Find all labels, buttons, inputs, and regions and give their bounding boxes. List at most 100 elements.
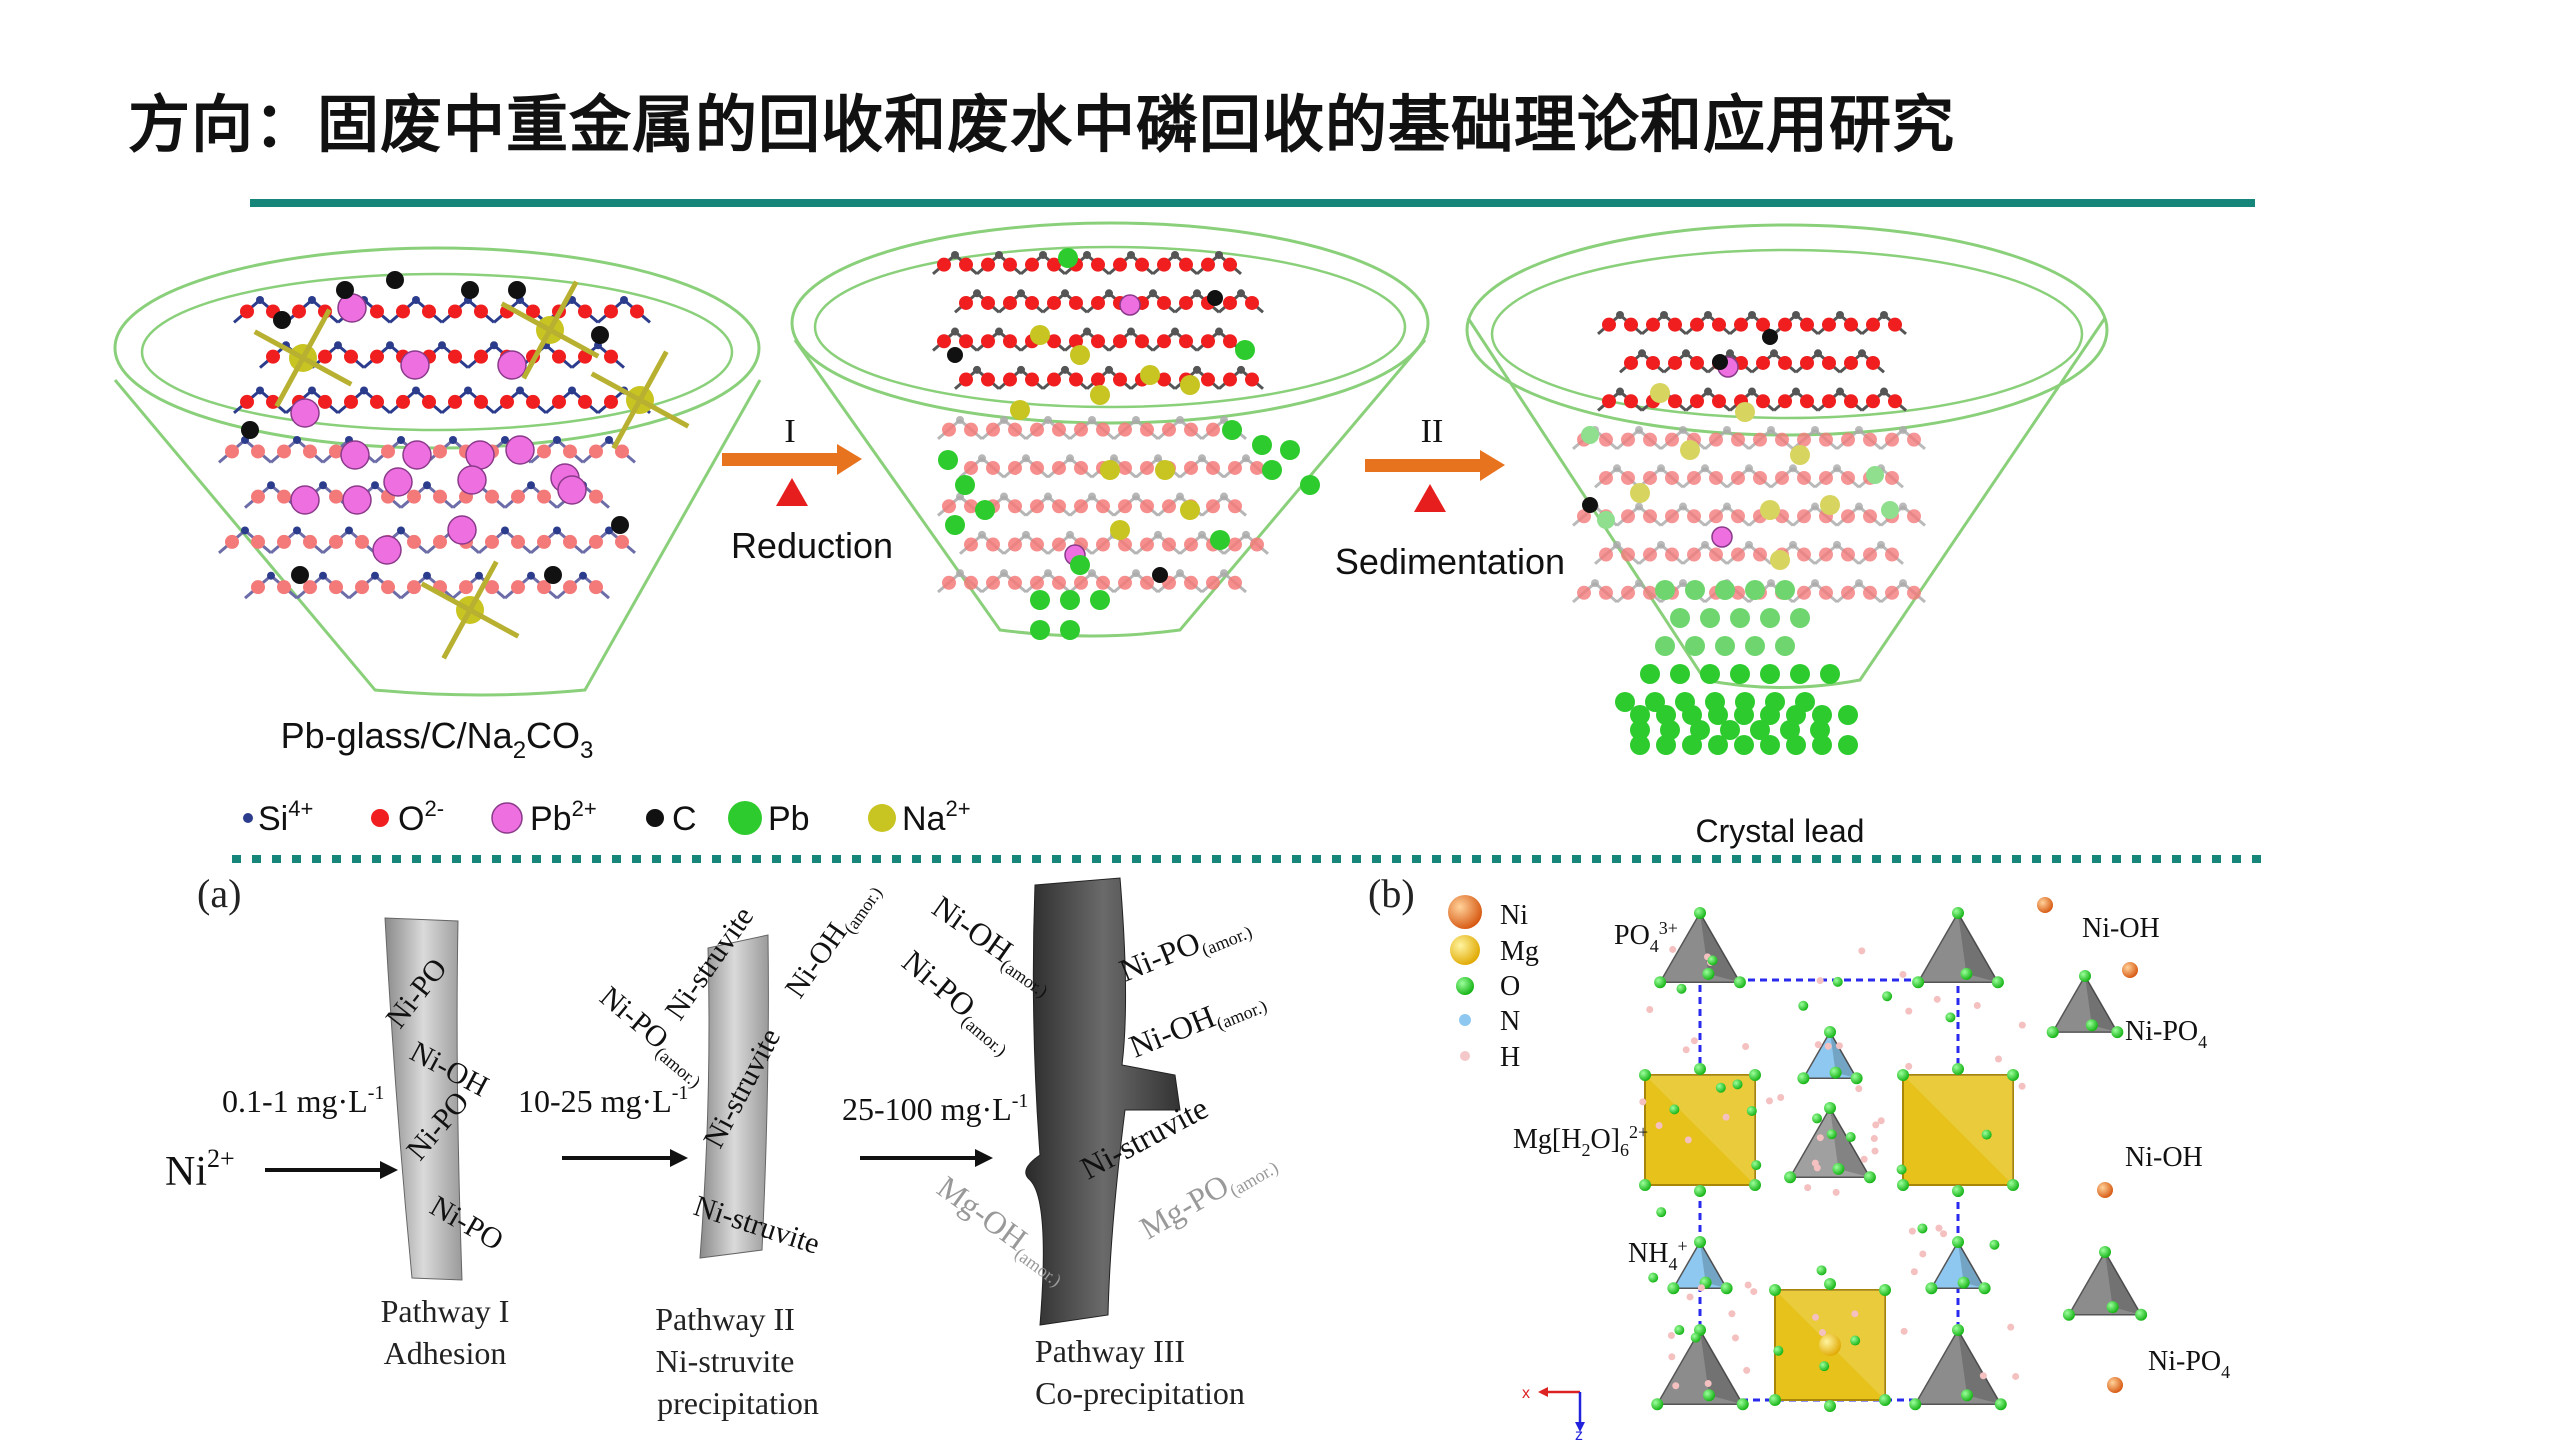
network-node	[1811, 579, 1819, 588]
oxygen-atom	[277, 444, 291, 459]
ni-ball	[2097, 1182, 2113, 1198]
lead-atom	[945, 515, 965, 535]
oxygen-atom	[370, 349, 384, 364]
oxygen-atom	[1885, 585, 1899, 600]
network-node	[1088, 569, 1096, 578]
network-node	[397, 436, 405, 444]
oxygen-atom	[1052, 575, 1066, 590]
oxygen-ball	[1952, 1063, 1964, 1075]
carbon-atom	[947, 347, 963, 363]
axis-indicator: x z	[1522, 1385, 1585, 1440]
silicon-dot-icon	[243, 813, 253, 823]
network-node	[1613, 540, 1621, 549]
oxygen-atom	[1184, 575, 1198, 590]
lead-atom	[1630, 705, 1650, 725]
lead-ion	[290, 398, 320, 428]
oxygen-atom	[1690, 394, 1704, 409]
oxygen-ball	[1639, 1179, 1651, 1191]
oxygen-atom	[1179, 295, 1193, 310]
oxygen-atom	[537, 534, 551, 549]
oxygen-atom	[986, 460, 1000, 475]
lead-atom	[1685, 636, 1705, 656]
oxygen-ball	[1648, 1272, 1659, 1283]
oxygen-atom	[1797, 585, 1811, 600]
oxygen-atom	[1179, 334, 1193, 349]
oxygen-atom	[251, 580, 265, 595]
oxygen-atom	[1250, 537, 1264, 552]
svg-text:Ni-OH(amor.): Ni-OH(amor.)	[1124, 978, 1270, 1068]
hydrogen-ball	[1672, 1382, 1680, 1390]
oxygen-ball	[1850, 1335, 1861, 1346]
oxygen-ball	[1832, 1162, 1845, 1175]
network-node	[1855, 502, 1863, 511]
lead-atom	[1838, 735, 1858, 755]
oxygen-atom	[1245, 372, 1259, 387]
oxygen-ball	[1715, 1082, 1726, 1093]
oxygen-atom	[1140, 537, 1154, 552]
network-node	[1215, 251, 1223, 259]
funnel-2	[790, 221, 1430, 640]
hydrogen-ball	[1812, 1313, 1820, 1321]
oxygen-ball	[1773, 1345, 1784, 1356]
lead-atom	[1670, 608, 1690, 628]
oxygen-atom	[1800, 394, 1814, 409]
oxygen-ball	[1850, 1072, 1863, 1085]
oxygen-atom	[1157, 295, 1171, 310]
oxygen-atom	[381, 444, 395, 459]
oxygen-ball	[2007, 1179, 2019, 1191]
oxygen-atom	[422, 394, 436, 409]
network-node	[1855, 579, 1863, 588]
oxygen-atom	[604, 304, 618, 319]
oxygen-atom	[1140, 499, 1154, 514]
lead-ion	[400, 350, 430, 380]
oxygen-atom	[500, 394, 514, 409]
oxygen-atom	[251, 534, 265, 549]
network-node	[995, 327, 1003, 336]
network-node	[334, 341, 342, 350]
network-node	[397, 526, 405, 535]
network-node	[1022, 454, 1030, 463]
oxygen-ball	[1654, 976, 1667, 989]
oxygen-atom	[1052, 499, 1066, 514]
oxygen-atom	[1756, 394, 1770, 409]
oxygen-atom	[1223, 334, 1237, 349]
hydrogen-ball	[1819, 1329, 1827, 1337]
oxygen-atom	[1201, 257, 1215, 272]
legend-mg: Mg	[1500, 936, 1539, 967]
oxygen-ball	[1736, 1398, 1749, 1411]
oxygen-ball	[1832, 976, 1843, 987]
oxygen-atom	[1047, 257, 1061, 272]
oxygen-atom	[1712, 317, 1726, 332]
oxygen-atom	[1643, 470, 1657, 485]
oxygen-atom	[1162, 537, 1176, 552]
network-node	[423, 571, 431, 580]
funnel-3	[1465, 223, 2109, 755]
hydrogen-ball	[1910, 1268, 1918, 1276]
mg-h2o-label: Mg[H2O]62+	[1513, 1122, 1648, 1160]
oxygen-atom	[537, 489, 551, 504]
phosphate-tetrahedron	[1958, 1330, 2001, 1405]
oxygen-atom	[1822, 317, 1836, 332]
sodium-bond	[637, 350, 669, 402]
oxygen-atom	[578, 304, 592, 319]
network-node	[1701, 540, 1709, 549]
hydrogen-ball	[1811, 1159, 1819, 1167]
network-node	[1127, 251, 1135, 259]
oxygen-atom	[1250, 460, 1264, 475]
lead-atom	[1656, 735, 1676, 755]
hydrogen-ball	[1777, 1094, 1785, 1102]
oxygen-atom	[485, 489, 499, 504]
carbon-atom	[611, 516, 629, 534]
oxygen-atom	[1866, 394, 1880, 409]
lead-ion-dot-icon	[491, 802, 523, 834]
carbon-atom	[386, 271, 404, 289]
crystal-lead-label: Crystal lead	[1696, 813, 1865, 849]
carbon-atom	[508, 281, 526, 299]
sodium-bond	[468, 607, 520, 639]
network-node	[319, 571, 327, 580]
network-node	[553, 436, 561, 444]
lead-atom	[1790, 608, 1810, 628]
sodium-ion	[1180, 375, 1200, 395]
oxygen-atom	[1731, 432, 1745, 447]
oxygen-ball	[1925, 1282, 1938, 1295]
